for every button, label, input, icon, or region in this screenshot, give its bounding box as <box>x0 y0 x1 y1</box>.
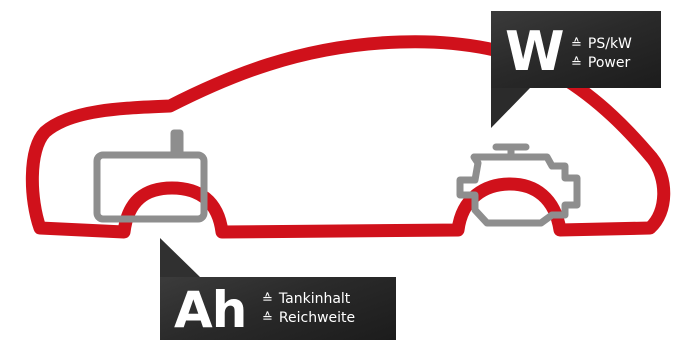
battery-symbol: Ah <box>174 281 247 339</box>
power-line-1: ≙ PS/kW <box>571 35 632 54</box>
power-line-2: ≙ Power <box>571 54 632 73</box>
battery-callout-pointer <box>160 238 200 277</box>
power-callout-lines: ≙ PS/kW ≙ Power <box>571 35 632 73</box>
battery-callout-lines: ≙ Tankinhalt ≙ Reichweite <box>262 290 355 328</box>
battery-line-1-text: Tankinhalt <box>278 291 351 307</box>
power-symbol: W <box>505 20 565 83</box>
corresponds-symbol: ≙ <box>262 292 273 307</box>
battery-icon <box>93 129 208 223</box>
battery-callout: Ah ≙ Tankinhalt ≙ Reichweite <box>160 277 396 340</box>
car-outline <box>25 35 671 239</box>
power-line-2-text: Power <box>587 55 631 71</box>
power-line-1-text: PS/kW <box>587 36 632 52</box>
corresponds-symbol: ≙ <box>571 37 582 52</box>
corresponds-symbol: ≙ <box>571 56 582 71</box>
battery-line-2: ≙ Reichweite <box>262 309 355 328</box>
power-callout: W ≙ PS/kW ≙ Power <box>491 11 661 88</box>
battery-line-1: ≙ Tankinhalt <box>262 290 355 309</box>
engine-icon <box>456 143 581 227</box>
battery-line-2-text: Reichweite <box>278 310 356 326</box>
corresponds-symbol: ≙ <box>262 311 273 326</box>
power-callout-pointer <box>491 88 530 128</box>
